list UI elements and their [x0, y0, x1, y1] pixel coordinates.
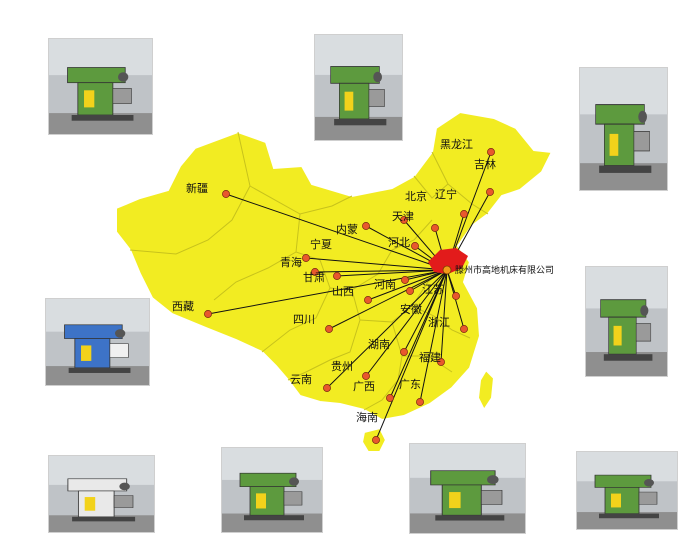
- province-label-guangdong: 广东: [399, 378, 421, 391]
- city-dot-henan: [401, 276, 409, 284]
- city-dot-jilin: [486, 188, 494, 196]
- province-border: [213, 213, 301, 301]
- city-dot-fujian: [437, 358, 445, 366]
- province-label-jiangsu: 江苏: [422, 283, 444, 296]
- city-dot-hebei: [411, 242, 419, 250]
- city-dot-jiangsu: [452, 292, 460, 300]
- province-label-hainan: 海南: [356, 410, 378, 424]
- city-dot-sichuan: [325, 325, 333, 333]
- province-border: [287, 289, 361, 381]
- city-dot-anhui: [406, 287, 414, 295]
- province-label-zhejiang: 浙江: [428, 316, 450, 329]
- route-line-guizhou: [365, 269, 448, 377]
- province-label-anhui: 安徽: [400, 302, 422, 316]
- province-label-gansu: 甘肃: [303, 271, 325, 284]
- province-label-beijing: 北京: [405, 189, 427, 203]
- province-border: [329, 219, 433, 291]
- city-dot-hunan: [400, 348, 408, 356]
- province-label-hebei: 河北: [388, 236, 410, 249]
- city-dot-shanxi: [364, 296, 372, 304]
- province-label-guizhou: 贵州: [331, 360, 353, 373]
- taiwan-island: [476, 368, 496, 412]
- city-dot-gansu: [333, 272, 341, 280]
- route-line-gansu: [336, 269, 448, 277]
- province-label-qinghai: 青海: [280, 255, 302, 269]
- city-dot-qinghai: [311, 268, 319, 276]
- province-label-neimeng: 内蒙: [336, 222, 358, 236]
- photo-mid-left: [45, 298, 150, 386]
- province-label-yunnan: 云南: [290, 373, 312, 386]
- province-borders: [129, 131, 489, 411]
- route-line-guangdong: [419, 269, 448, 403]
- city-dot-hainan: [372, 436, 380, 444]
- province-label-hunan: 湖南: [368, 338, 390, 351]
- province-label-jilin: 吉林: [474, 157, 496, 171]
- city-dot-yunnan: [323, 384, 331, 392]
- province-label-heilongjiang: 黑龙江: [440, 138, 473, 151]
- photo-bottom-3: [409, 443, 526, 534]
- route-line-guangxi: [389, 269, 448, 399]
- photo-bottom-1: [48, 455, 155, 533]
- city-dot-xinjiang: [222, 190, 230, 198]
- province-label-liaoning: 辽宁: [435, 187, 457, 201]
- hub-dot: [442, 265, 452, 275]
- route-line-yunnan: [326, 269, 448, 389]
- photo-top-right: [579, 67, 668, 191]
- province-label-fujian: 福建: [419, 350, 441, 364]
- photo-mid-right: [585, 266, 668, 377]
- province-border: [129, 131, 251, 255]
- route-line-sichuan: [328, 269, 448, 330]
- province-border: [249, 185, 353, 215]
- province-label-sichuan: 四川: [293, 313, 315, 326]
- province-border: [411, 305, 471, 339]
- company-label: 滕州市高地机床有限公司: [455, 264, 554, 276]
- city-dot-ningxia: [302, 254, 310, 262]
- province-label-ningxia: 宁夏: [310, 237, 332, 251]
- photo-bottom-2: [221, 447, 323, 533]
- city-dot-neimeng: [362, 222, 370, 230]
- city-dot-beijing: [400, 216, 408, 224]
- city-dots: [204, 148, 495, 444]
- province-label-tianjin: 天津: [392, 210, 414, 223]
- city-dot-guangxi: [386, 394, 394, 402]
- province-label-shanxi: 山西: [332, 285, 354, 298]
- route-line-hainan: [375, 269, 448, 441]
- route-line-fujian: [440, 269, 448, 363]
- city-dot-zhejiang: [460, 325, 468, 333]
- photo-top-left: [48, 38, 153, 135]
- route-line-hunan: [403, 269, 448, 353]
- photo-top-center: [314, 34, 403, 141]
- city-dot-liaoning: [460, 210, 468, 218]
- city-dot-tianjin: [431, 224, 439, 232]
- province-border: [413, 175, 449, 199]
- route-line-xinjiang: [225, 193, 448, 271]
- route-line-ningxia: [305, 257, 448, 271]
- province-label-henan: 河南: [374, 278, 396, 291]
- photo-bottom-4: [576, 451, 678, 530]
- route-line-shanxi: [367, 269, 448, 301]
- province-border: [431, 151, 489, 215]
- route-line-qinghai: [314, 269, 448, 273]
- province-label-xinjiang: 新疆: [186, 181, 208, 195]
- city-dot-heilongjiang: [487, 148, 495, 156]
- city-dot-guizhou: [362, 372, 370, 380]
- province-label-guangxi: 广西: [353, 380, 375, 393]
- city-dot-guangdong: [416, 398, 424, 406]
- province-label-xizang: 西藏: [172, 300, 194, 313]
- shandong-highlight: [428, 248, 468, 274]
- city-dot-xizang: [204, 310, 212, 318]
